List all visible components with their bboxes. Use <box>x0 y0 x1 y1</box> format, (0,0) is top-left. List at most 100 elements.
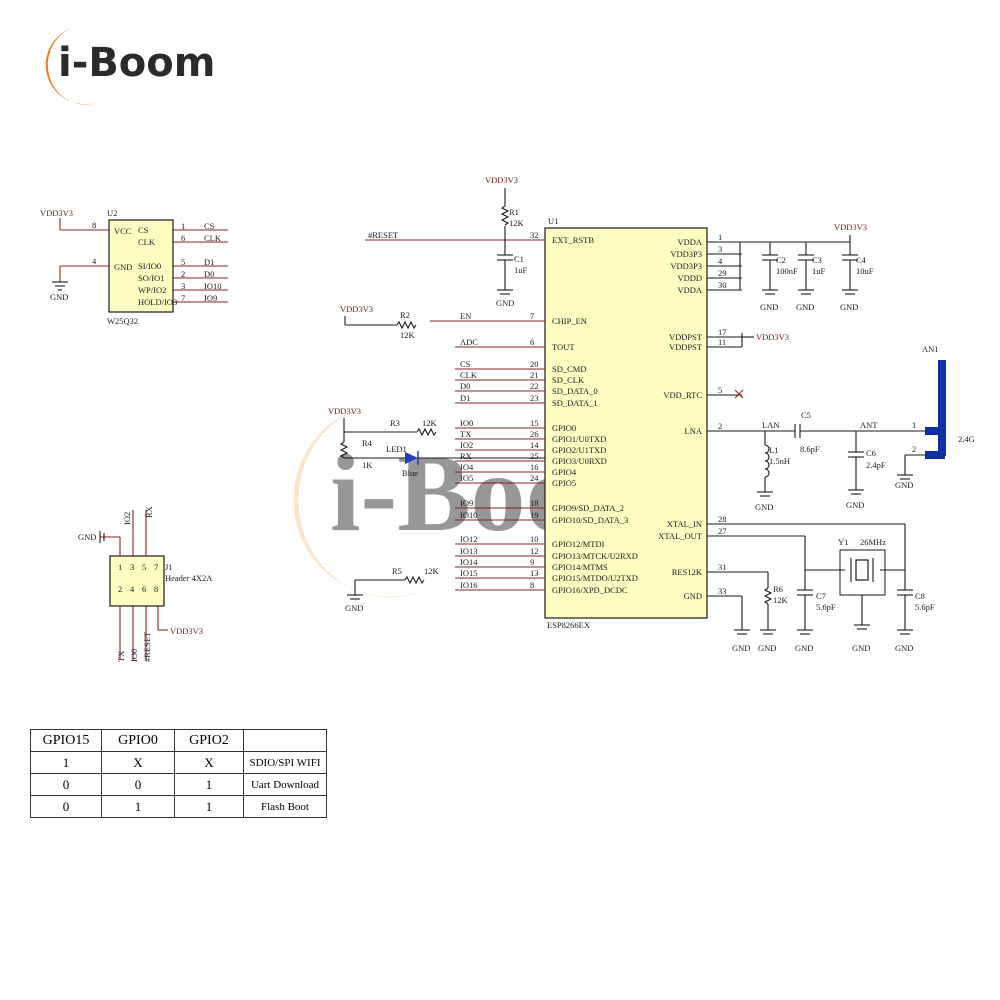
table-cell: X <box>101 751 175 774</box>
table-header-row: GPIO15 GPIO0 GPIO2 <box>30 729 327 752</box>
header-top-net: IO2 <box>122 512 132 525</box>
c2-ref: C2 <box>776 255 786 265</box>
ant-ref: AN1 <box>922 344 939 354</box>
c2-val: 100nF <box>776 266 798 276</box>
boot-mode-table: GPIO15 GPIO0 GPIO2 1 X X SDIO/SPI WIFI 0… <box>30 729 327 818</box>
flash-pin-num: 3 <box>181 281 185 291</box>
flash-net-label: CLK <box>204 233 222 243</box>
esp-net-label: TX <box>460 429 471 439</box>
flash-pin-num: 8 <box>92 220 96 230</box>
header-pin-num: 5 <box>142 562 146 572</box>
esp-net-label: IO10 <box>460 510 477 520</box>
c3-ref: C3 <box>812 255 822 265</box>
esp-pin-name: VDDPST <box>669 332 703 342</box>
flash-net-label: D1 <box>204 257 214 267</box>
esp-net-label: ADC <box>460 337 478 347</box>
flash-pin-num: 2 <box>181 269 185 279</box>
c4-ref: C4 <box>856 255 867 265</box>
led-icon <box>405 452 418 464</box>
esp-pin-name: SD_DATA_1 <box>552 398 598 408</box>
flash-pin-num: 7 <box>181 293 185 303</box>
esp-pin-name: GPIO4 <box>552 467 577 477</box>
esp-pin-num: 12 <box>530 546 539 556</box>
esp-pin-name: GPIO9/SD_DATA_2 <box>552 503 624 513</box>
table-cell: 0 <box>30 795 102 818</box>
flash-net-label: D0 <box>204 269 214 279</box>
enable-circuit: VDD3V3 R2 12K <box>340 304 417 340</box>
esp-net-label: IO4 <box>460 462 474 472</box>
esp-pin-num: 6 <box>530 337 534 347</box>
table-cell: 1 <box>174 795 244 818</box>
table-cell: 1 <box>101 795 175 818</box>
c3-gnd: GND <box>796 302 814 312</box>
flash-net-label: CS <box>204 221 215 231</box>
esp-net-label: IO9 <box>460 498 473 508</box>
flash-pin-name: SI/IO0 <box>138 261 161 271</box>
table-header: GPIO15 <box>30 729 102 752</box>
header-top-net: RX <box>144 506 154 518</box>
esp-net-label: IO0 <box>460 418 473 428</box>
esp-pin-num: 11 <box>718 337 726 347</box>
r3-vdd-label: VDD3V3 <box>328 406 361 416</box>
table-cell: 1 <box>174 773 244 796</box>
table-cell: 1 <box>30 751 102 774</box>
header-part: Header 4X2A <box>165 573 213 583</box>
r1-val: 12K <box>509 218 525 228</box>
c5-ref: C5 <box>801 410 811 420</box>
header-pin-num: 6 <box>142 584 146 594</box>
esp-pin-name: LNA <box>685 426 703 436</box>
esp-pin-num: 31 <box>718 562 727 572</box>
esp-part: ESP8266EX <box>547 620 590 630</box>
c5-val: 8.6pF <box>800 444 820 454</box>
c8-gnd: GND <box>895 643 913 653</box>
esp-pin-name: TOUT <box>552 342 575 352</box>
y1-gnd: GND <box>852 643 870 653</box>
led-ref: LED1 <box>386 444 407 454</box>
ant-pin: 2 <box>912 444 916 454</box>
flash-pin-name: SO/IO1 <box>138 273 164 283</box>
flash-net-label: IO9 <box>204 293 217 303</box>
flash-ref: U2 <box>107 208 117 218</box>
esp-pin-num: 14 <box>530 440 539 450</box>
esp-pin-num: 21 <box>530 370 539 380</box>
header-pin-num: 7 <box>154 562 158 572</box>
flash-pin-name: CS <box>138 225 149 235</box>
c8-val: 5.6pF <box>915 602 935 612</box>
table-row: 0 0 1 Uart Download <box>30 773 327 796</box>
esp-ref: U1 <box>548 216 558 226</box>
flash-pin-name: VCC <box>114 226 132 236</box>
esp-pin-num: 10 <box>530 534 539 544</box>
esp-pin-name: GPIO13/MTCK/U2RXD <box>552 551 638 561</box>
cap-vdd-label: VDD3V3 <box>834 222 867 232</box>
esp-pin-name: GPIO1/U0TXD <box>552 434 606 444</box>
esp-pin-num: 16 <box>530 462 539 472</box>
esp-pin-num: 22 <box>530 381 539 391</box>
ant-pin: 1 <box>912 420 916 430</box>
gpio-pull-circuit: VDD3V3 R3 12K R4 1K LED1 Blue R5 12K GND <box>328 406 545 613</box>
ant-gnd: GND <box>895 480 913 490</box>
header-pin-num: 3 <box>130 562 134 572</box>
esp-pin-num: 26 <box>530 429 539 439</box>
esp-pin-name: GPIO15/MTDO/U2TXD <box>552 573 638 583</box>
flash-pin-num: 1 <box>181 221 185 231</box>
esp-pin-name: GPIO10/SD_DATA_3 <box>552 515 628 525</box>
esp-pin-num: 23 <box>530 393 539 403</box>
esp-net-label: CLK <box>460 370 478 380</box>
table-cell: 0 <box>30 773 102 796</box>
c8-ref: C8 <box>915 591 925 601</box>
ant-val: 2.4G <box>958 434 975 444</box>
y1-ref: Y1 <box>838 537 848 547</box>
l1-val: 1.5nH <box>769 456 790 466</box>
esp-pin-num: 13 <box>530 568 539 578</box>
header-bottom-net: TX <box>116 651 126 662</box>
esp-pin-num: 29 <box>718 268 727 278</box>
c1-val: 1uF <box>514 265 528 275</box>
flash-pin-name: WP/IO2 <box>138 285 166 295</box>
esp-net-label: IO2 <box>460 440 473 450</box>
esp-pin-name: SD_DATA_0 <box>552 386 598 396</box>
r6-ref: R6 <box>773 584 783 594</box>
c7-val: 5.6pF <box>816 602 836 612</box>
header-bottom-net: IO0 <box>129 649 139 662</box>
r2-ref: R2 <box>400 310 410 320</box>
